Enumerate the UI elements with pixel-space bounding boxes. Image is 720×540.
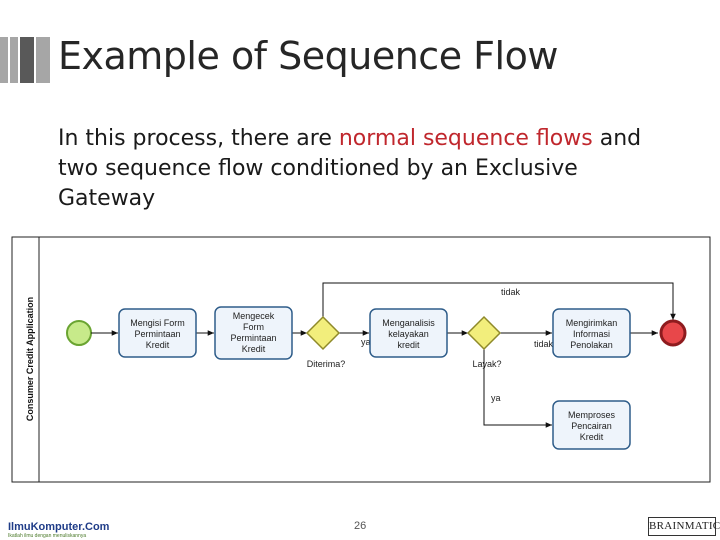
task-proses-pencairan-line-1: Memproses <box>568 410 616 420</box>
flow-label-g2-tidak: tidak <box>534 339 554 349</box>
task-analisis-kelayakan[interactable]: Menganalisis kelayakan kredit <box>369 308 448 358</box>
page-number: 26 <box>354 520 367 532</box>
task-proses-pencairan[interactable]: Memproses Pencairan Kredit <box>552 400 631 450</box>
task-kirim-penolakan-line-1: Mengirimkan <box>566 318 618 328</box>
slide-title: Example of Sequence Flow <box>58 34 558 78</box>
ilmukomputer-logo: IlmuKomputer.Com Ikatlah ilmu dengan men… <box>8 517 109 539</box>
task-proses-pencairan-line-2: Pencairan <box>571 421 612 431</box>
task-proses-pencairan-line-3: Kredit <box>580 432 604 442</box>
start-event[interactable] <box>66 320 92 346</box>
gateway-diterima-label: Diterima? <box>307 359 346 369</box>
task-isi-form-line-3: Kredit <box>146 340 170 350</box>
pool-label: Consumer Credit Application <box>25 297 35 421</box>
intro-text-highlight: normal sequence flows <box>338 126 593 151</box>
flow-label-g1-ya: ya <box>361 337 371 347</box>
flow-label-g2-ya: ya <box>491 393 501 403</box>
task-cek-form-line-4: Kredit <box>242 344 266 354</box>
gateway-layak[interactable] <box>466 315 502 351</box>
ilmukomputer-logo-text: IlmuKomputer.Com <box>8 521 110 533</box>
flow-g2-ya-to-t5[interactable] <box>483 349 552 428</box>
title-bar-2 <box>10 37 18 83</box>
end-event[interactable] <box>659 319 687 347</box>
task-isi-form-line-1: Mengisi Form <box>130 318 185 328</box>
title-bar-4 <box>36 37 50 83</box>
flow-label-top-tidak: tidak <box>501 287 521 297</box>
task-isi-form-line-2: Permintaan <box>134 329 180 339</box>
gateway-diterima-diamond <box>305 315 341 351</box>
task-cek-form[interactable]: Mengecek Form Permintaan Kredit <box>214 306 293 360</box>
title-bar-1 <box>0 37 8 83</box>
title-bar-3 <box>20 37 34 83</box>
task-kirim-penolakan-line-3: Penolakan <box>570 340 613 350</box>
gateway-layak-diamond <box>466 315 502 351</box>
intro-text-after: and two sequence flow conditioned by an … <box>58 126 642 211</box>
task-cek-form-line-3: Permintaan <box>230 333 276 343</box>
task-cek-form-line-1: Mengecek <box>233 311 275 321</box>
task-proses-pencairan-box <box>552 400 631 450</box>
task-analisis-kelayakan-line-2: kelayakan <box>388 329 429 339</box>
task-cek-form-line-2: Form <box>243 322 264 332</box>
task-analisis-kelayakan-box <box>369 308 448 358</box>
intro-text-before: In this process, there are <box>58 126 339 151</box>
task-analisis-kelayakan-line-3: kredit <box>397 340 420 350</box>
task-kirim-penolakan[interactable]: Mengirimkan Informasi Penolakan <box>552 308 631 358</box>
task-isi-form-box <box>118 308 197 358</box>
brainmatics-logo: BRAINMATICS <box>648 517 720 536</box>
task-cek-form-box <box>214 306 293 360</box>
task-kirim-penolakan-line-2: Informasi <box>573 329 610 339</box>
task-analisis-kelayakan-line-1: Menganalisis <box>382 318 435 328</box>
sequence-flows <box>91 282 676 428</box>
title-decoration <box>0 37 52 83</box>
task-kirim-penolakan-box <box>552 308 631 358</box>
intro-text: In this process, there are normal sequen… <box>58 124 678 214</box>
flow-g1-tidak-to-end[interactable] <box>322 282 676 320</box>
task-isi-form[interactable]: Mengisi Form Permintaan Kredit <box>118 308 197 358</box>
gateway-layak-label: Layak? <box>472 359 501 369</box>
ilmukomputer-logo-tagline: Ikatlah ilmu dengan menuliskannya <box>8 533 87 539</box>
bpmn-diagram: Consumer Credit Application Mengisi Form… <box>11 236 711 483</box>
gateway-diterima[interactable] <box>305 315 341 351</box>
